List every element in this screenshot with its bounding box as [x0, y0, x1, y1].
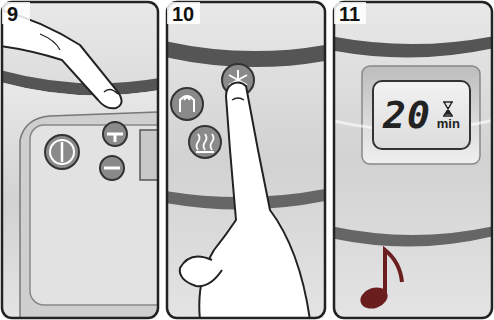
display-unit: min [437, 117, 460, 130]
display-digits: 20 [383, 96, 431, 134]
hourglass-symbol [442, 101, 454, 117]
callout-number: 11 [339, 4, 360, 24]
panel-11 [334, 2, 492, 318]
lcd-display: 20 min [372, 80, 471, 150]
music-note [357, 250, 402, 312]
panel-10 [167, 2, 325, 318]
callout-number: 9 [7, 4, 18, 24]
callout-number: 10 [172, 4, 194, 24]
panel-9 [2, 2, 158, 318]
